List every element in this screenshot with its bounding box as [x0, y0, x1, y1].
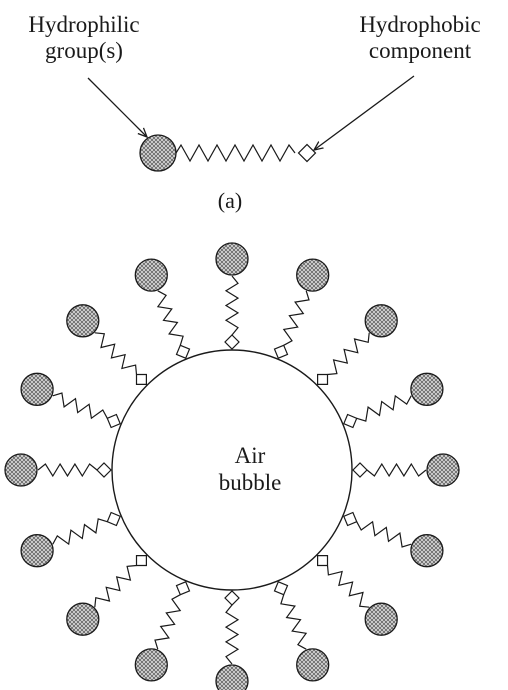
- molecule-end-group: [96, 462, 112, 478]
- hydrophilic-arrow: [87, 77, 147, 137]
- surfactant-molecule: [4, 453, 112, 487]
- air-bubble-label: Air bubble: [180, 442, 320, 496]
- hydrophobic-component-label: Hydrophobic component: [334, 12, 506, 64]
- molecule-end-group: [135, 373, 147, 385]
- surfactant-molecule: [352, 453, 460, 487]
- molecule-tail: [356, 520, 412, 548]
- hydrophilic-label-line-2: group(s): [45, 38, 123, 63]
- molecule-end-group: [106, 511, 121, 527]
- surfactant-molecule: [134, 258, 191, 359]
- molecule-tail: [280, 594, 308, 650]
- molecule-tail: [52, 392, 108, 420]
- molecule-end-group: [175, 581, 191, 596]
- surfactant-molecule: [343, 372, 444, 429]
- molecule-tail: [94, 332, 138, 375]
- bubble-surfactant-molecules: [4, 242, 460, 690]
- air-bubble-label-line-2: bubble: [218, 470, 282, 495]
- surfactant-molecule: [66, 304, 147, 385]
- molecule-head: [410, 534, 444, 568]
- molecule-head: [215, 242, 249, 276]
- single-surfactant-molecule: [87, 75, 415, 172]
- hydrophobic-end-group: [297, 143, 317, 163]
- surfactant-molecule: [273, 581, 330, 682]
- molecule-tail: [326, 565, 370, 608]
- molecule-head: [296, 258, 330, 292]
- molecule-end-group: [135, 554, 147, 567]
- molecule-end-group: [106, 413, 121, 429]
- surfactant-molecule: [273, 258, 330, 359]
- hydrophilic-group-label: Hydrophilic group(s): [4, 12, 164, 64]
- surfactant-molecule: [66, 554, 147, 636]
- surfactant-molecule: [20, 372, 121, 429]
- molecule-tail: [52, 518, 108, 546]
- molecule-tail: [37, 462, 98, 478]
- molecule-tail: [356, 394, 412, 422]
- molecule-head: [66, 602, 100, 636]
- molecule-tail: [94, 564, 137, 608]
- panel-a-label: (a): [217, 188, 243, 213]
- molecule-head: [364, 304, 398, 338]
- hydrophobic-arrow: [314, 75, 415, 150]
- molecule-head: [134, 648, 168, 682]
- molecule-head: [20, 534, 54, 568]
- molecule-head: [66, 304, 100, 338]
- molecule-end-group: [175, 344, 191, 359]
- molecule-tail: [327, 332, 370, 376]
- molecule-end-group: [317, 554, 329, 567]
- molecule-end-group: [224, 590, 240, 606]
- molecule-end-group: [343, 511, 358, 527]
- molecule-head: [364, 602, 398, 636]
- surfactant-molecule: [343, 511, 444, 568]
- molecule-tail: [224, 275, 240, 336]
- surfactant-molecule: [215, 242, 249, 350]
- air-bubble-label-line-1: Air: [234, 443, 266, 468]
- surfactant-molecule: [317, 554, 398, 636]
- molecule-end-group: [352, 462, 368, 478]
- molecule-end-group: [317, 373, 329, 385]
- molecule-tail: [366, 462, 427, 478]
- molecule-end-group: [273, 344, 289, 359]
- molecule-end-group: [343, 413, 358, 429]
- surfactant-molecule: [134, 581, 191, 682]
- molecule-head: [426, 453, 460, 487]
- hydrophobic-label-line-1: Hydrophobic: [359, 12, 481, 37]
- molecule-head: [4, 453, 38, 487]
- surfactant-molecule: [317, 304, 398, 385]
- molecule-head: [296, 648, 330, 682]
- molecule-end-group: [224, 334, 240, 350]
- air-bubble: [111, 349, 353, 591]
- hydrophobic-label-line-2: component: [368, 38, 472, 63]
- molecule-head: [134, 258, 168, 292]
- surfactant-molecule: [20, 511, 121, 568]
- molecule-head: [215, 664, 249, 690]
- molecule-tail: [154, 594, 182, 650]
- molecule-tail: [282, 290, 310, 346]
- molecule-head: [20, 372, 54, 406]
- hydrophilic-head: [139, 134, 177, 172]
- hydrophilic-label-line-1: Hydrophilic: [28, 12, 140, 37]
- surfactant-molecule: [215, 590, 249, 690]
- molecule-head: [410, 372, 444, 406]
- molecule-tail: [224, 604, 240, 665]
- molecule-end-group: [273, 581, 289, 596]
- molecule-tail: [156, 290, 184, 346]
- hydrophobic-tail: [175, 143, 296, 163]
